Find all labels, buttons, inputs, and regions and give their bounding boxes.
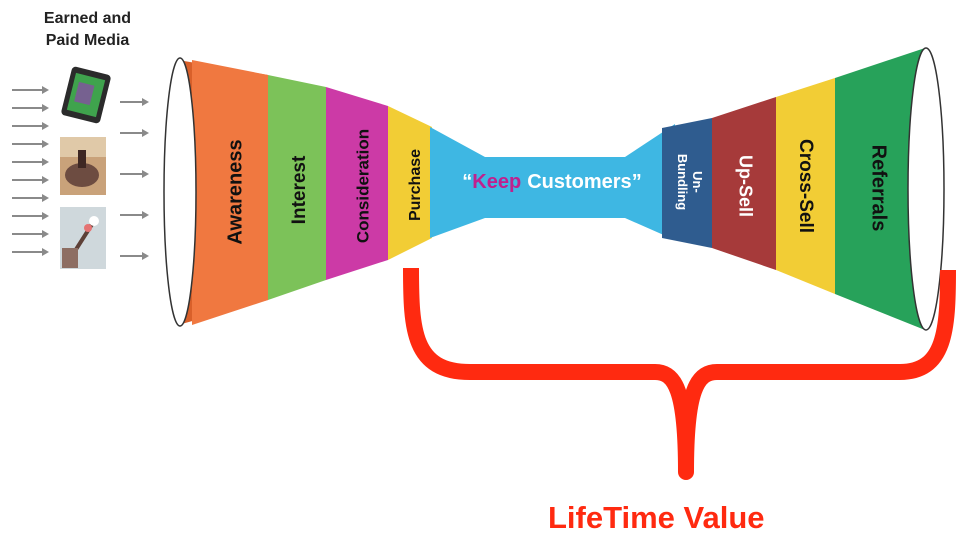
media-arrow — [120, 211, 149, 219]
incoming-arrow — [12, 122, 49, 130]
lifetime-value-label: LifeTime Value — [548, 500, 765, 535]
incoming-arrow — [12, 230, 49, 238]
media-title-line2: Paid Media — [45, 32, 130, 49]
keep-customers-label: “Keep Customers” — [462, 171, 641, 193]
right-funnel-opening — [907, 47, 945, 331]
stage-unbundling-band — [662, 118, 712, 248]
stage-purchase-band — [388, 106, 432, 260]
stage-purchase-label: Purchase — [407, 149, 424, 221]
horse-rider-thumbnail — [60, 137, 106, 195]
stage-unbundling-label: Un-Bundling — [675, 154, 705, 210]
stage-unbundling-label-line2: Bundling — [675, 154, 690, 210]
right-funnel — [662, 47, 945, 331]
stage-consideration-label: Consideration — [353, 129, 372, 243]
incoming-arrow — [12, 248, 49, 256]
media-title-line1: Earned and — [43, 10, 132, 27]
lifetime-value-brace — [403, 267, 956, 480]
left-funnel — [163, 57, 432, 327]
stage-cross-sell-label: Cross-Sell — [795, 139, 816, 233]
tablet-thumbnail — [61, 66, 111, 124]
keep-customers-word-customers: Customers — [527, 171, 631, 193]
incoming-arrow — [12, 158, 49, 166]
media-arrow — [120, 170, 149, 178]
keep-customers-open-quote: “ — [462, 171, 472, 193]
incoming-arrow — [12, 176, 49, 184]
left-funnel-opening — [163, 57, 197, 327]
stage-up-sell-band — [712, 97, 776, 270]
incoming-arrow — [12, 194, 49, 202]
media-thumbnails — [60, 66, 111, 269]
stage-referrals-label: Referrals — [868, 145, 890, 232]
keep-customers-tube — [430, 124, 675, 240]
keep-customers-word-keep: Keep — [472, 171, 521, 193]
incoming-arrows — [12, 86, 49, 256]
media-arrow — [120, 252, 149, 260]
incoming-arrow — [12, 86, 49, 94]
stage-unbundling-label-line1: Un- — [690, 171, 705, 193]
stage-awareness-label: Awareness — [224, 139, 246, 244]
stage-up-sell-label: Up-Sell — [735, 155, 755, 217]
stage-awareness-band — [192, 60, 268, 325]
stage-interest-label: Interest — [289, 155, 310, 224]
keep-customers-close-quote: ” — [632, 171, 642, 193]
stage-interest-band — [268, 75, 326, 300]
media-arrows — [120, 98, 149, 260]
stage-referrals-band — [835, 48, 925, 330]
media-title: Earned and Paid Media — [20, 8, 155, 52]
incoming-arrow — [12, 104, 49, 112]
media-arrow — [120, 98, 149, 106]
stage-cross-sell-band — [776, 78, 835, 294]
incoming-arrow — [12, 212, 49, 220]
incoming-arrow — [12, 140, 49, 148]
media-arrow — [120, 129, 149, 137]
stage-consideration-band — [326, 87, 388, 280]
hand-flowers-thumbnail — [60, 207, 106, 269]
